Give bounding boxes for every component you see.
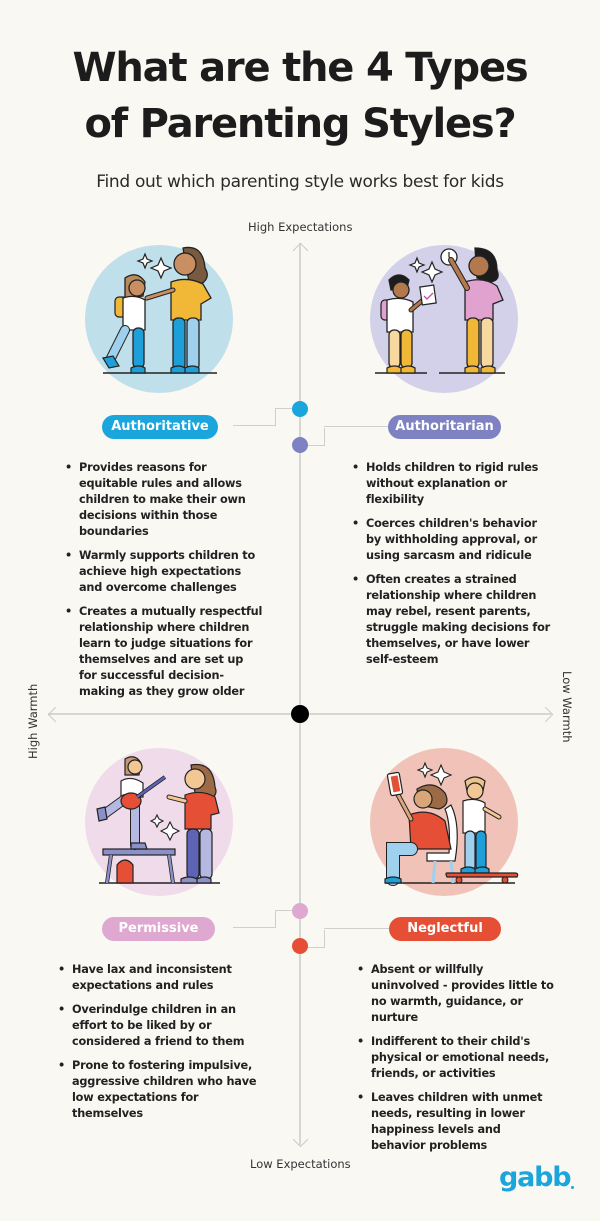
- parent-hugging-child-icon: [102, 246, 217, 374]
- list-item: Absent or willfully uninvolved - provide…: [355, 962, 555, 1026]
- permissive-badge: Permissive: [102, 917, 215, 941]
- parent-holding-clock-icon: [375, 247, 505, 374]
- list-item: Indifferent to their child's physical or…: [355, 1034, 555, 1082]
- list-item: Coerces children's behavior by withholdi…: [350, 516, 555, 564]
- authoritarian-connector-elbow: [308, 428, 325, 446]
- expectations-axis: [299, 243, 301, 1145]
- neglectful-badge: Neglectful: [389, 917, 501, 941]
- neglectful-connector: [324, 928, 390, 931]
- arrow-up-icon: [292, 242, 309, 259]
- permissive-connector: [233, 911, 275, 928]
- arrow-left-icon: [47, 706, 64, 723]
- list-item: Have lax and inconsistent expectations a…: [56, 962, 266, 994]
- neglectful-list: Absent or willfully uninvolved - provide…: [355, 962, 555, 1162]
- logo-dot: [571, 1186, 574, 1189]
- authoritative-connector-elbow: [275, 408, 293, 426]
- title-line-1: What are the 4 Types: [72, 45, 528, 91]
- list-item: Warmly supports children to achieve high…: [63, 548, 263, 596]
- title-line-2: of Parenting Styles?: [84, 101, 516, 147]
- arrow-down-icon: [292, 1131, 309, 1148]
- list-item: Often creates a strained relationship wh…: [350, 572, 555, 668]
- list-item: Overindulge children in an effort to be …: [56, 1002, 266, 1050]
- parent-on-phone-child-skateboarding-icon: [384, 761, 519, 886]
- list-item: Creates a mutually respectful relationsh…: [63, 604, 263, 700]
- list-item: Provides reasons for equitable rules and…: [63, 460, 263, 540]
- authoritative-badge: Authoritative: [102, 415, 218, 439]
- gabb-logo: gabb: [499, 1162, 572, 1193]
- neglectful-axis-dot: [292, 938, 308, 954]
- authoritarian-list: Holds children to rigid rules without ex…: [350, 460, 555, 676]
- axis-origin-dot: [291, 705, 309, 723]
- permissive-axis-dot: [292, 903, 308, 919]
- neglectful-connector-elbow: [308, 930, 325, 948]
- page-title: What are the 4 Types of Parenting Styles…: [0, 40, 600, 152]
- authoritarian-badge: Authoritarian: [388, 415, 501, 439]
- axis-label-high-warmth: High Warmth: [26, 683, 40, 759]
- authoritarian-connector: [324, 426, 388, 429]
- authoritative-axis-dot: [292, 401, 308, 417]
- list-item: Prone to fostering impulsive, aggressive…: [56, 1058, 266, 1122]
- permissive-list: Have lax and inconsistent expectations a…: [56, 962, 266, 1130]
- page-subtitle: Find out which parenting style works bes…: [96, 172, 504, 192]
- child-playing-guitar-on-table-icon: [96, 756, 220, 884]
- axis-label-low-warmth: Low Warmth: [560, 671, 574, 743]
- axis-label-low-expectations: Low Expectations: [250, 1157, 351, 1171]
- arrow-right-icon: [537, 706, 554, 723]
- list-item: Leaves children with unmet needs, result…: [355, 1090, 555, 1154]
- permissive-connector-elbow: [275, 910, 293, 928]
- axis-label-high-expectations: High Expectations: [248, 220, 353, 234]
- authoritative-list: Provides reasons for equitable rules and…: [63, 460, 263, 708]
- authoritarian-axis-dot: [292, 437, 308, 453]
- authoritative-connector: [233, 409, 275, 426]
- list-item: Holds children to rigid rules without ex…: [350, 460, 555, 508]
